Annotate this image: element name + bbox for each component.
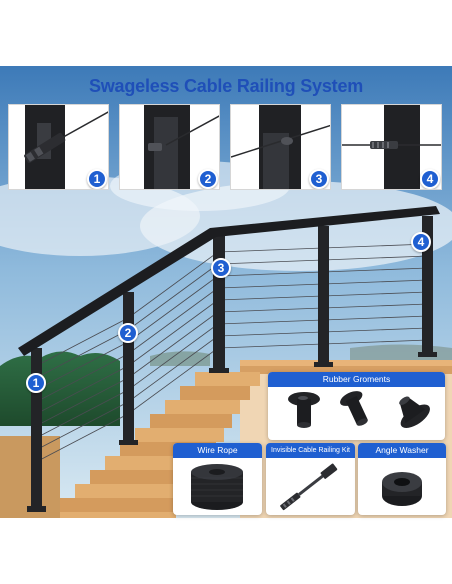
callout-badge-3: 3 — [211, 258, 231, 278]
cable-tensioner-detail-2 — [144, 105, 219, 189]
callout-badge-4: 4 — [411, 232, 431, 252]
step-badge-2: 2 — [198, 169, 218, 189]
angle-washer-image — [382, 472, 422, 506]
step-badge-1: 1 — [87, 169, 107, 189]
callout-badge-2: 2 — [118, 323, 138, 343]
detail-thumb-3: 3 — [230, 104, 331, 190]
detail-thumb-2: 2 — [119, 104, 220, 190]
cable-kit-label: Invisible Cable Railing Kit — [266, 443, 355, 458]
rubber-grommets-label: Rubber Groments — [268, 372, 445, 387]
wire-rope-panel: Wire Rope — [173, 443, 262, 515]
detail-thumb-4: 4 — [341, 104, 442, 190]
wire-rope-spool-image — [191, 464, 243, 510]
page-title: Swageless Cable Railing System — [88, 76, 364, 96]
cable-tensioner-detail-3 — [231, 105, 330, 189]
step-badge-3: 3 — [309, 169, 329, 189]
callout-badge-1: 1 — [26, 373, 46, 393]
cable-tensioner-detail-4 — [342, 105, 441, 189]
wire-rope-label: Wire Rope — [173, 443, 262, 458]
step-badge-4: 4 — [420, 169, 440, 189]
angle-washer-label: Angle Washer — [358, 443, 446, 458]
cable-kit-panel: Invisible Cable Railing Kit — [266, 443, 355, 515]
cable-tensioner-detail-1 — [24, 105, 108, 189]
detail-thumb-1: 1 — [8, 104, 109, 190]
angle-washer-panel: Angle Washer — [358, 443, 446, 515]
rubber-grommets-panel: Rubber Groments — [268, 372, 445, 440]
rubber-grommets-image — [288, 391, 430, 429]
cable-kit-image — [280, 463, 338, 511]
